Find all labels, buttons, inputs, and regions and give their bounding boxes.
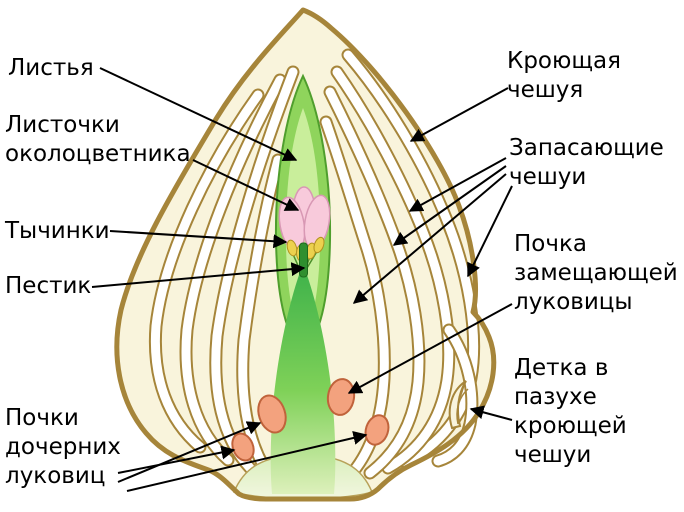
label-leaves: Листья: [8, 54, 94, 83]
arrow-replacement-bud: [347, 303, 513, 394]
label-stamens: Тычинки: [5, 217, 110, 246]
label-storage-scales: Запасающие чешуи: [509, 134, 664, 192]
label-covering-scale: Кроющая чешуя: [507, 47, 621, 105]
label-line: дочерних: [5, 434, 121, 460]
daughter-bud: [257, 394, 287, 434]
arrow-storage-scale-4: [467, 185, 513, 278]
label-line: околоцветника: [5, 141, 191, 167]
label-line: чешуя: [507, 77, 584, 103]
label-perianth: Листочки околоцветника: [5, 111, 191, 169]
label-line: пазухе: [514, 384, 597, 410]
label-line: чешуи: [514, 442, 592, 468]
pointer-arrows: [91, 67, 513, 492]
label-line: Запасающие: [509, 135, 664, 161]
arrow-stamens: [109, 230, 288, 249]
arrow-leaves: [99, 67, 298, 161]
label-line: чешуи: [509, 164, 587, 190]
arrow-bulblet: [469, 405, 513, 421]
label-line: кроющей: [514, 413, 627, 439]
label-line: Листочки: [5, 112, 120, 138]
pistil: [299, 242, 308, 278]
arrow-daughter-bud-2: [117, 421, 262, 483]
label-line: Тычинки: [5, 218, 110, 244]
arrow-storage-scale-2: [392, 165, 507, 246]
label-line: Кроющая: [507, 48, 621, 74]
arrow-storage-scale-1: [408, 157, 507, 212]
label-line: луковиц: [5, 463, 106, 489]
label-line: Детка в: [514, 355, 609, 381]
arrow-storage-scale-3: [352, 173, 507, 304]
label-line: луковицы: [514, 289, 633, 315]
stamen-anther: [286, 239, 298, 257]
replacement-bulb-bud: [326, 378, 356, 416]
label-line: Почка: [514, 231, 587, 257]
arrow-daughter-bud-1: [117, 445, 236, 474]
label-replacement-bud: Почка замещающей луковицы: [514, 230, 678, 317]
label-pistil: Пестик: [5, 272, 91, 301]
bulblet: [448, 380, 469, 430]
label-daughter-buds: Почки дочерних луковиц: [5, 404, 121, 491]
arrow-pistil: [91, 262, 306, 288]
arrow-daughter-bud-3: [126, 431, 368, 492]
label-line: Пестик: [5, 273, 92, 299]
label-line: замещающей: [514, 260, 678, 286]
arrow-covering-scale: [409, 87, 509, 142]
label-bulblet: Детка в пазухе кроющей чешуи: [514, 354, 627, 470]
stamen-anther: [313, 236, 325, 254]
central-shoot: [270, 264, 336, 494]
label-line: Почки: [5, 405, 79, 431]
label-line: Листья: [8, 55, 94, 81]
buds: [231, 378, 390, 462]
arrow-perianth: [192, 159, 300, 211]
daughter-bud: [364, 414, 390, 446]
bulblet-line: [456, 388, 469, 425]
